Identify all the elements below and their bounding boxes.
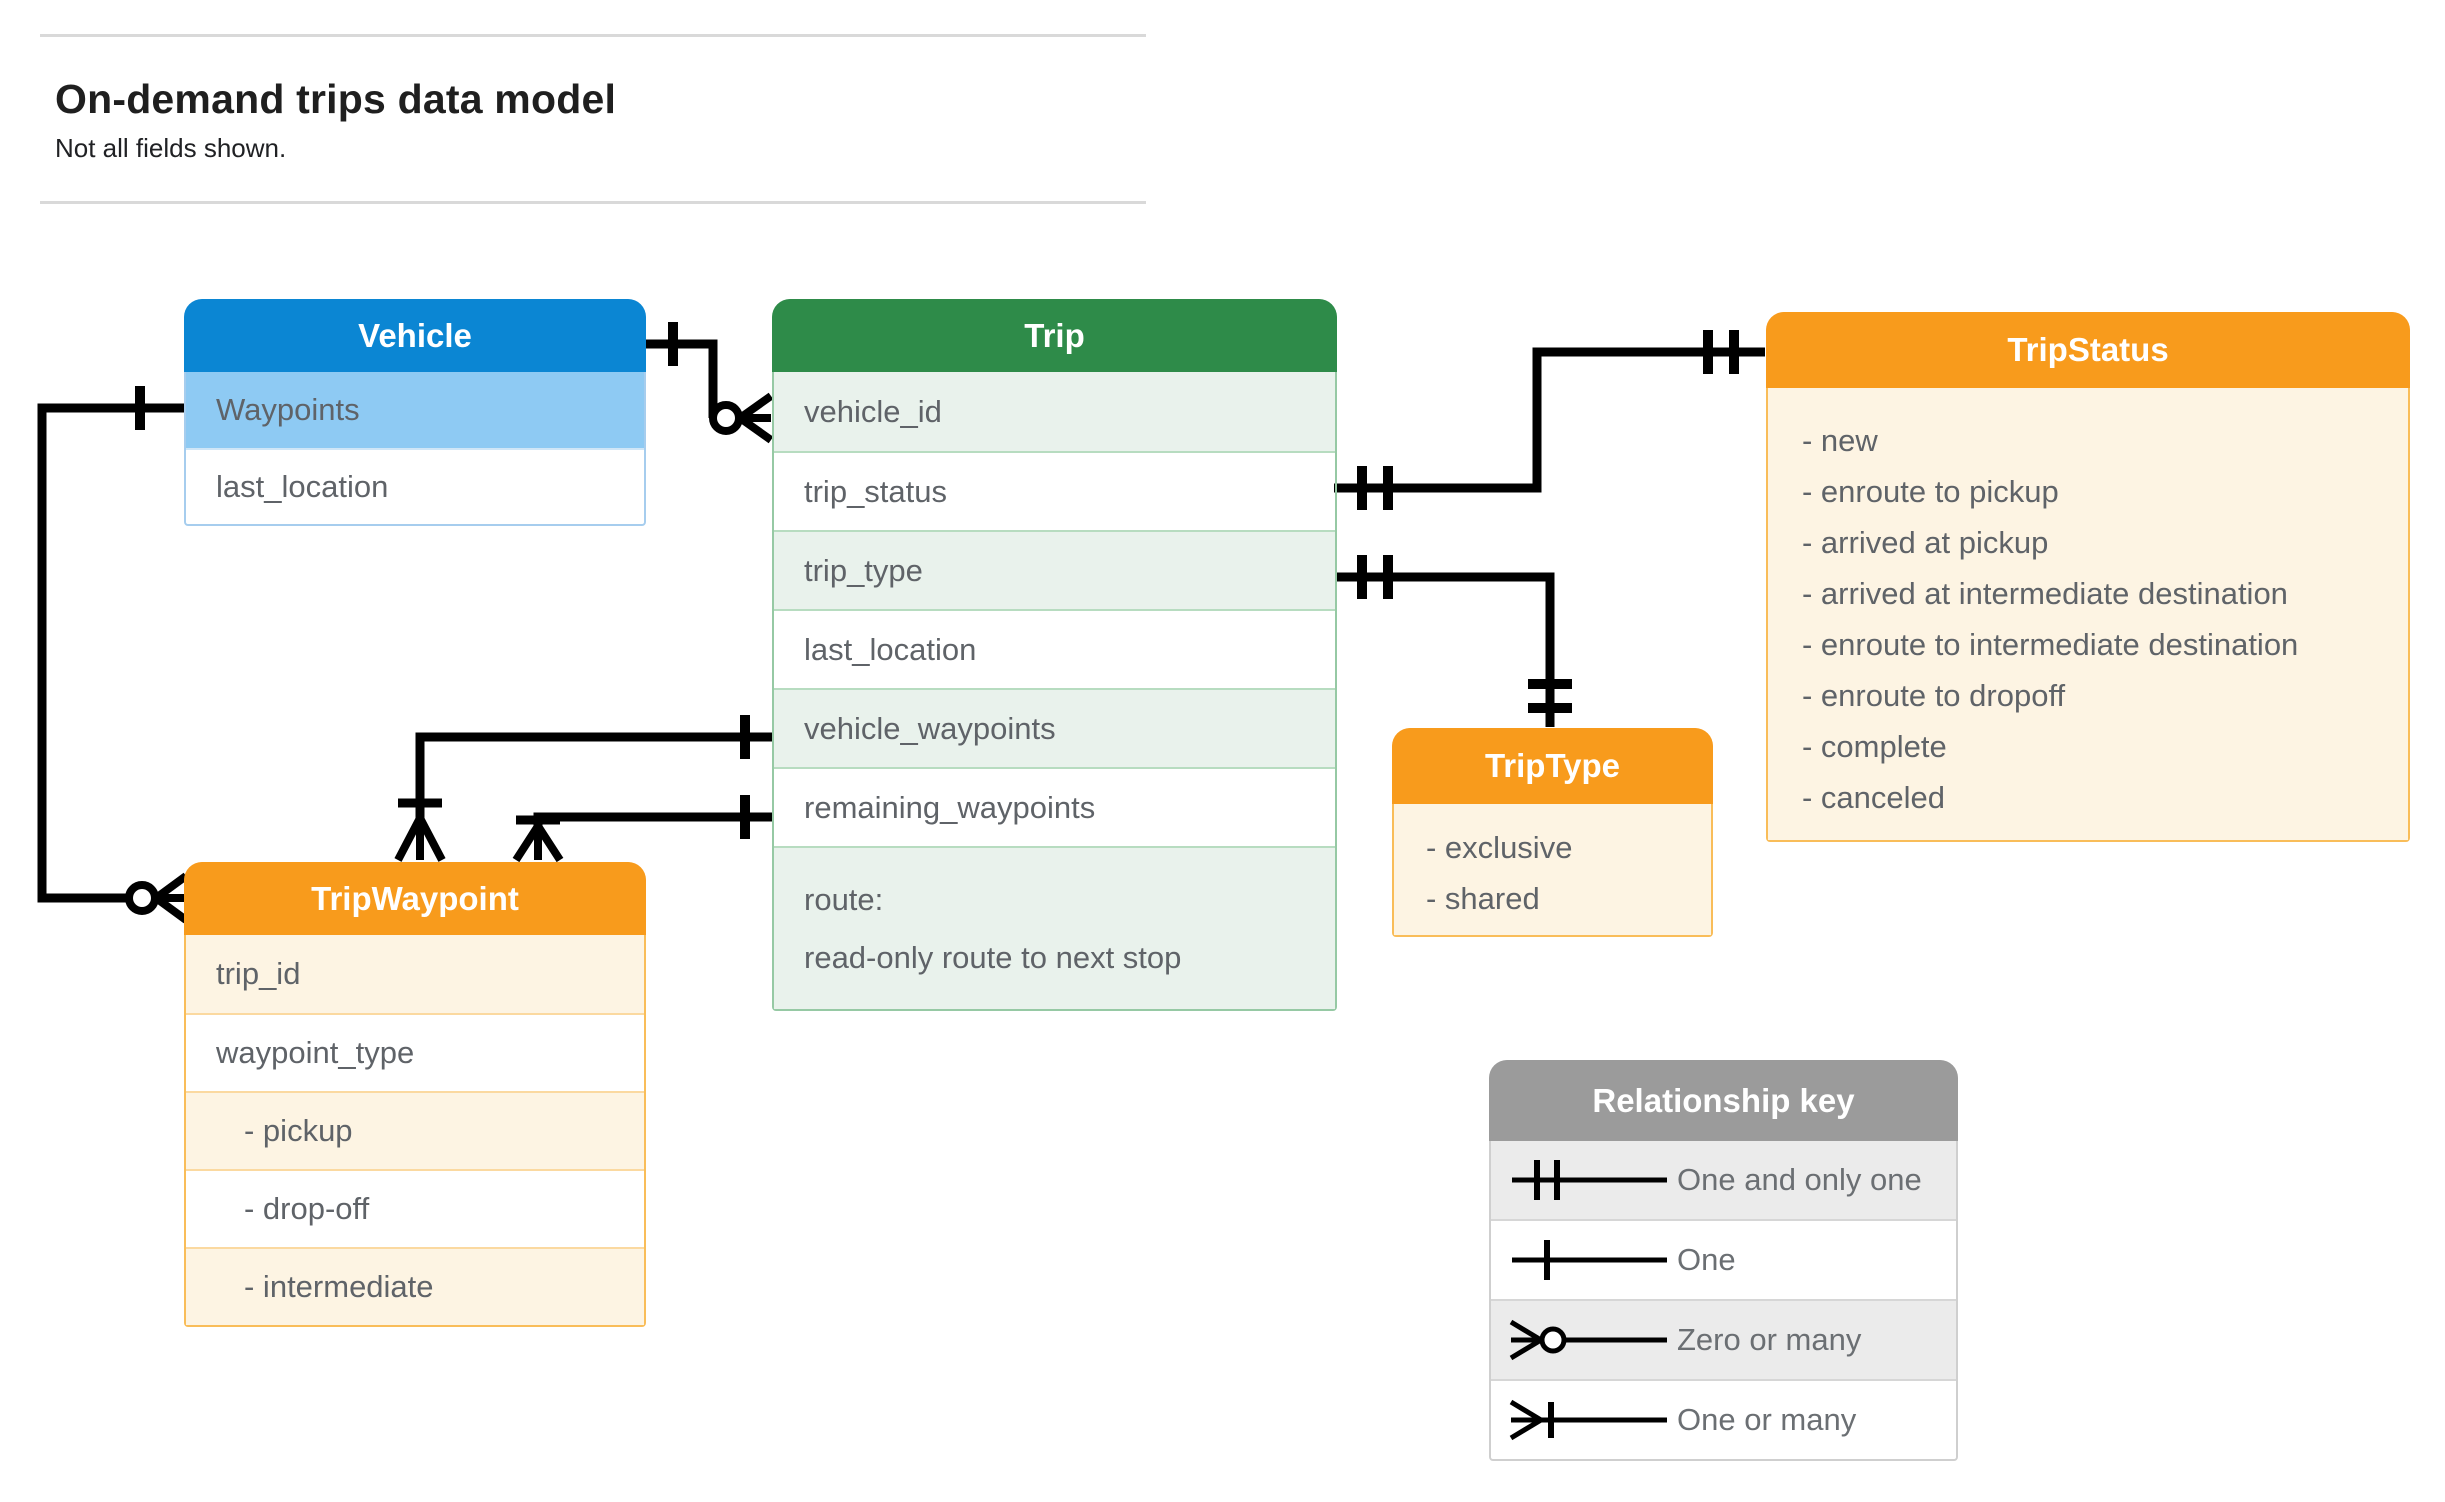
triptype-values: - exclusive - shared: [1394, 804, 1711, 935]
trip-field-route: route: read-only route to next stop: [774, 846, 1335, 1009]
trip-field-vehicle-id: vehicle_id: [774, 372, 1335, 451]
relationship-key: Relationship key One and only one One Ze…: [1489, 1060, 1958, 1461]
tripwaypoint-field-trip-id: trip_id: [186, 935, 644, 1013]
tripstatus-value: - new: [1802, 422, 1878, 458]
tripstatus-value: - canceled: [1802, 779, 1946, 815]
page-title: On-demand trips data model: [55, 76, 617, 122]
vehicle-table: Vehicle Waypoints last_location: [184, 299, 646, 526]
trip-field-last-location: last_location: [774, 609, 1335, 688]
vehicle-field-waypoints: Waypoints: [186, 372, 644, 448]
tripwaypoint-enum-pickup: - pickup: [186, 1091, 644, 1169]
tripstatus-value: - arrived at intermediate destination: [1802, 575, 2288, 611]
connector-trip-triptype: [1334, 555, 1572, 727]
zero-or-many-symbol: [1509, 1319, 1667, 1361]
trip-field-trip-status: trip_status: [774, 451, 1335, 530]
legend-row-one-or-many: One or many: [1491, 1379, 1956, 1459]
vehicle-table-header: Vehicle: [184, 299, 646, 372]
trip-field-remaining-waypoints: remaining_waypoints: [774, 767, 1335, 846]
tripwaypoint-table-header: TripWaypoint: [184, 862, 646, 935]
connector-trip-remaining-waypoints: [512, 795, 772, 863]
one-and-only-one-symbol: [1512, 1160, 1667, 1200]
tripwaypoint-enum-intermediate: - intermediate: [186, 1247, 644, 1325]
trip-field-vehicle-waypoints: vehicle_waypoints: [774, 688, 1335, 767]
trip-table: Trip vehicle_id trip_status trip_type la…: [772, 299, 1337, 1011]
tripstatus-value: - complete: [1802, 728, 1947, 764]
connector-vehicle-tripwaypoint: [37, 386, 189, 924]
legend-label: One or many: [1677, 1402, 1857, 1437]
tripstatus-value: - arrived at pickup: [1802, 524, 2049, 560]
legend-label: One: [1677, 1242, 1736, 1277]
triptype-table-header: TripType: [1392, 728, 1713, 804]
trip-field-trip-type: trip_type: [774, 530, 1335, 609]
trip-route-line2: read-only route to next stop: [804, 939, 1182, 975]
trip-route-line1: route:: [804, 881, 884, 917]
tripstatus-values: - new - enroute to pickup - arrived at p…: [1768, 388, 2408, 840]
page-subtitle: Not all fields shown.: [55, 133, 287, 163]
triptype-value: - exclusive: [1426, 829, 1573, 865]
connector-trip-vehicle-waypoints: [394, 715, 772, 862]
tripstatus-value: - enroute to intermediate destination: [1802, 626, 2299, 662]
trip-table-header: Trip: [772, 299, 1337, 372]
connector-vehicle-trip: [643, 322, 774, 444]
triptype-value: - shared: [1426, 880, 1540, 916]
connector-trip-tripstatus: [1334, 330, 1765, 510]
one-symbol: [1512, 1240, 1667, 1280]
one-or-many-symbol: [1509, 1399, 1667, 1441]
legend-row-one-and-only-one: One and only one: [1491, 1141, 1956, 1219]
triptype-table: TripType - exclusive - shared: [1392, 728, 1713, 937]
legend-row-one: One: [1491, 1219, 1956, 1299]
tripwaypoint-field-waypoint-type: waypoint_type: [186, 1013, 644, 1091]
tripwaypoint-enum-dropoff: - drop-off: [186, 1169, 644, 1247]
tripstatus-table-header: TripStatus: [1766, 312, 2410, 388]
relationship-key-header: Relationship key: [1489, 1060, 1958, 1141]
tripstatus-table: TripStatus - new - enroute to pickup - a…: [1766, 312, 2410, 842]
vehicle-field-last-location: last_location: [186, 448, 644, 524]
divider-top: [40, 34, 1146, 37]
tripstatus-value: - enroute to dropoff: [1802, 677, 2066, 713]
legend-label: Zero or many: [1677, 1322, 1862, 1357]
tripwaypoint-table: TripWaypoint trip_id waypoint_type - pic…: [184, 862, 646, 1327]
legend-row-zero-or-many: Zero or many: [1491, 1299, 1956, 1379]
legend-label: One and only one: [1677, 1162, 1922, 1197]
divider-bottom: [40, 201, 1146, 204]
tripstatus-value: - enroute to pickup: [1802, 473, 2059, 509]
